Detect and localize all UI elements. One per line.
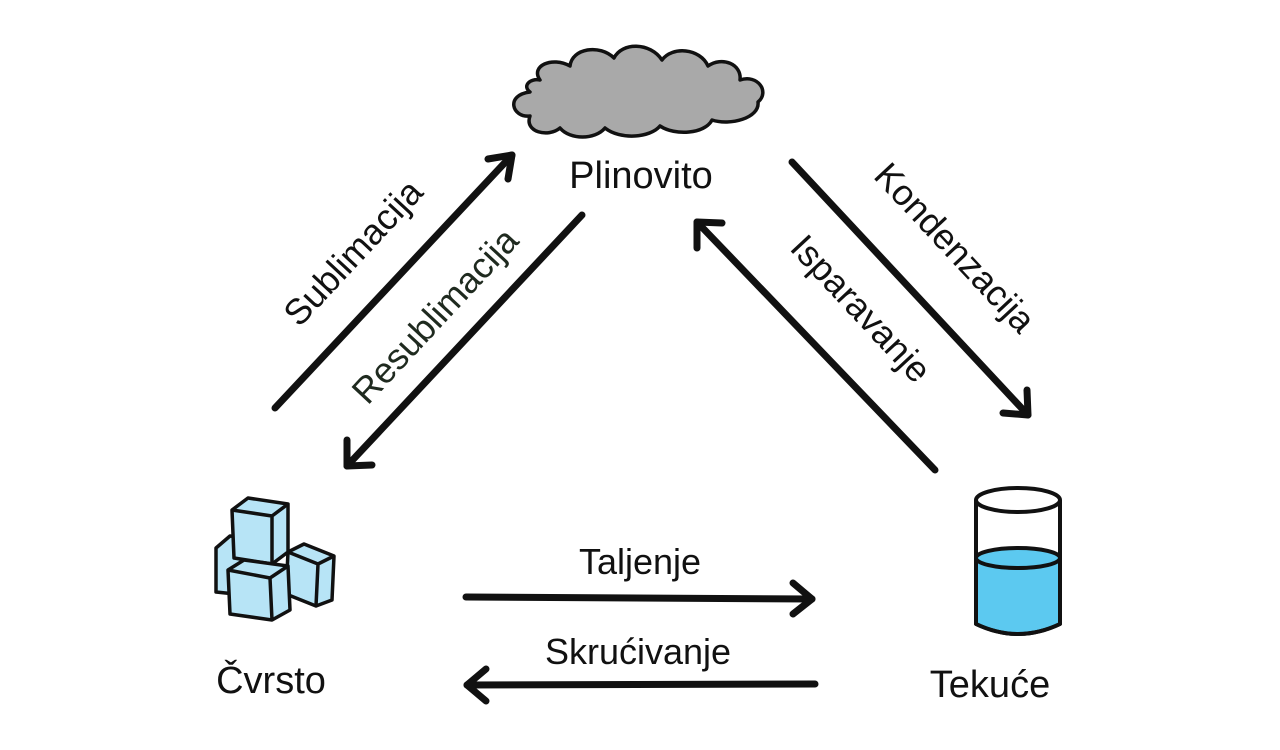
melting-arrow xyxy=(462,579,816,618)
melting-label: Taljenje xyxy=(579,541,701,582)
water-glass-icon xyxy=(974,486,1062,636)
evaporation-label: Isparavanje xyxy=(783,226,940,390)
sublimation-label: Sublimacija xyxy=(275,170,431,333)
sublimation-arrow xyxy=(271,151,516,412)
ice-cubes-icon xyxy=(214,496,336,622)
deposition-arrow xyxy=(343,211,586,470)
solidification-arrow xyxy=(463,665,819,705)
solidification-label: Skrućivanje xyxy=(545,631,731,672)
condensation-arrow xyxy=(788,158,1032,419)
cloud-icon xyxy=(512,44,765,139)
gas-label: Plinovito xyxy=(569,155,713,197)
evaporation-arrow xyxy=(693,218,939,474)
solid-label: Čvrsto xyxy=(216,658,326,702)
liquid-label: Tekuće xyxy=(930,664,1050,706)
